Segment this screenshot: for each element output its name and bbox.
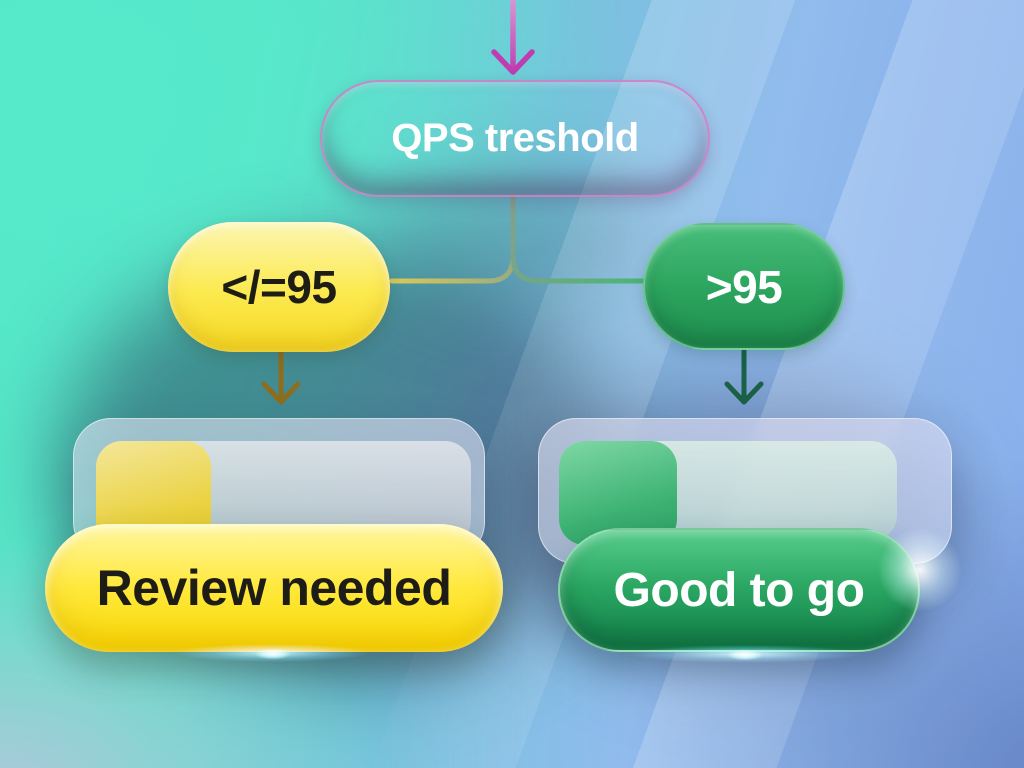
condition-low-label: </=95: [221, 261, 337, 313]
root-node-qps-threshold: QPS treshold: [320, 80, 710, 197]
condition-high-label: >95: [705, 260, 783, 313]
condition-node-low: </=95: [168, 222, 390, 352]
outcome-good-label: Good to go: [613, 563, 865, 617]
outcome-pill-good-to-go: Good to go: [558, 528, 920, 652]
low-branch-arrow-icon: [261, 350, 301, 405]
high-branch-arrow-icon: [724, 348, 764, 405]
root-node-label: QPS treshold: [391, 116, 639, 160]
branch-elbow-connector: [389, 194, 646, 284]
outcome-review-label: Review needed: [96, 560, 452, 616]
outcome-pill-review-needed: Review needed: [45, 524, 503, 652]
condition-node-high: >95: [643, 223, 845, 350]
entry-arrow-icon: [491, 0, 535, 75]
